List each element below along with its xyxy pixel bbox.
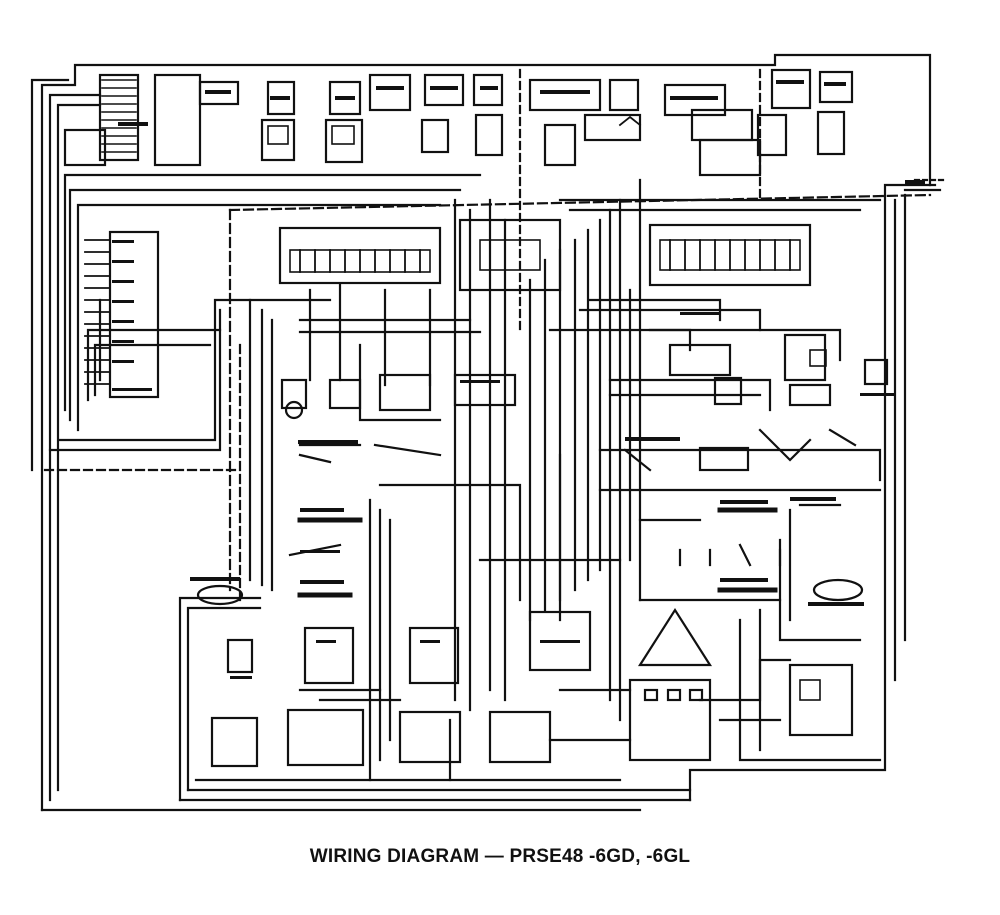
lower-components [210, 607, 882, 768]
wiring-schematic [30, 53, 947, 812]
top-components [63, 68, 854, 177]
outer-harness [30, 53, 937, 812]
component-labels [112, 80, 925, 679]
diagram-caption: WIRING DIAGRAM — PRSE48 -6GD, -6GL [309, 846, 691, 867]
center-terminal-strips [278, 218, 812, 292]
wire-bundles [248, 178, 882, 782]
middle-components [196, 328, 889, 606]
left-terminal-block [48, 173, 482, 452]
